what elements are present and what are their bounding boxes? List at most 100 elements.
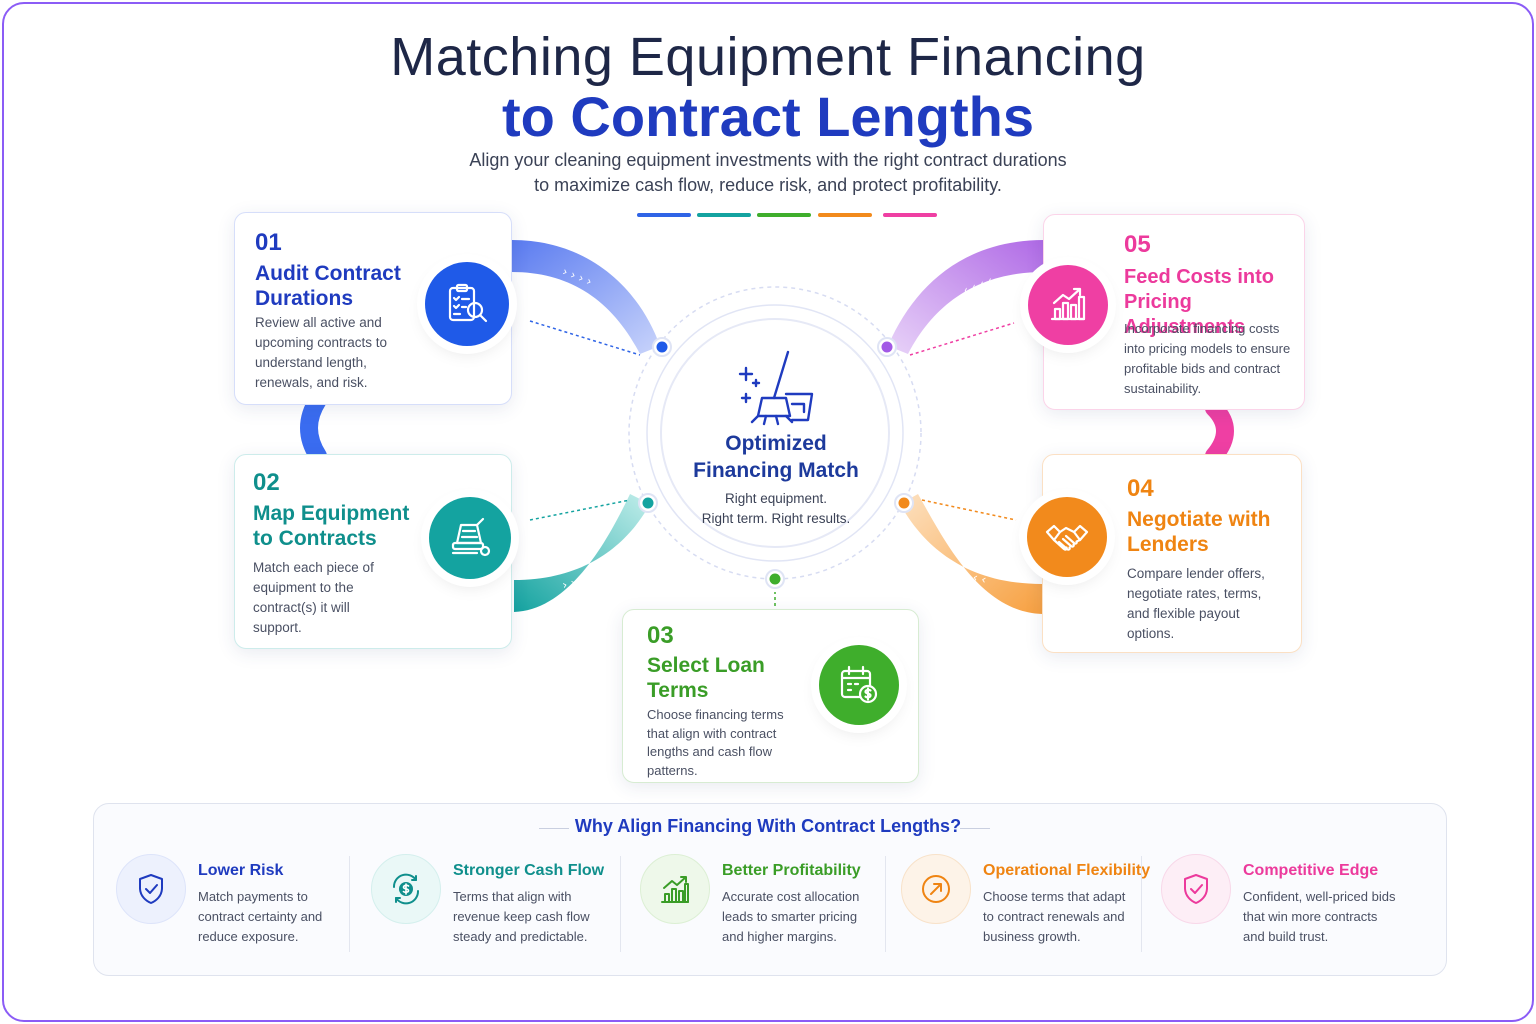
step-description: Review all active and upcoming contracts… xyxy=(255,313,425,393)
step-title: Feed Costs into Pricing Adjustments xyxy=(1124,265,1304,340)
step-title-line-2: Pricing Adjustments xyxy=(1124,291,1246,338)
center-ring-outer xyxy=(628,286,922,580)
ribbon-purple xyxy=(888,240,1044,354)
desc-line: and higher margins. xyxy=(722,929,837,944)
desc-line: lengths and cash flow xyxy=(647,744,773,759)
desc-line: revenue keep cash flow xyxy=(453,909,590,924)
desc-line: negotiate rates, terms, xyxy=(1127,586,1262,601)
dash-teal xyxy=(697,213,751,217)
subtitle-line-2: to maximize cash flow, reduce risk, and … xyxy=(534,175,1002,195)
desc-line: and build trust. xyxy=(1243,929,1329,944)
benefit-title: Lower Risk xyxy=(198,862,284,879)
desc-line: options. xyxy=(1127,626,1175,641)
center-title: Optimized Financing Match xyxy=(626,430,926,484)
desc-line: steady and predictable. xyxy=(453,929,588,944)
center-disk xyxy=(660,318,890,548)
benefit-stronger-cash-flow: Stronger Cash Flow Terms that align with… xyxy=(371,854,611,954)
step-title: Select Loan Terms xyxy=(647,653,765,703)
step-title-line-1: Feed Costs into xyxy=(1124,266,1275,288)
desc-line: leads to smarter pricing xyxy=(722,909,858,924)
benefits-heading: Why Align Financing With Contract Length… xyxy=(574,816,962,836)
center-title-line-1: Optimized xyxy=(725,432,827,455)
desc-line: Accurate cost allocation xyxy=(722,889,860,904)
benefit-description: Terms that align with revenue keep cash … xyxy=(453,887,603,947)
desc-line: Confident, well-priced bids xyxy=(1243,889,1396,904)
desc-line: equipment to the xyxy=(253,580,354,595)
benefit-title: Stronger Cash Flow xyxy=(453,862,605,879)
pointer-blue xyxy=(529,320,641,356)
subtitle-line-1: Align your cleaning equipment investment… xyxy=(469,150,1067,170)
heading-rule-right xyxy=(960,828,990,829)
center-description: Right equipment. Right term. Right resul… xyxy=(626,489,926,529)
ribbon-blue xyxy=(512,240,660,354)
step-title-line-1: Map Equipment xyxy=(253,502,410,525)
desc-line: Choose terms that adapt xyxy=(983,889,1126,904)
benefit-title: Operational Flexibility xyxy=(983,862,1151,879)
ribbon-teal xyxy=(514,494,650,612)
desc-line: Incorporate financing costs xyxy=(1124,321,1280,336)
desc-line: renewals, and risk. xyxy=(255,375,368,390)
heading-rule-left xyxy=(539,828,569,829)
desc-line: that align with contract xyxy=(647,725,777,741)
benefit-divider xyxy=(620,856,621,952)
step-title-line-2: Terms xyxy=(647,679,709,702)
desc-line: Compare lender offers, xyxy=(1127,566,1265,581)
center-title-line-2: Financing Match xyxy=(693,459,859,482)
desc-line: business growth. xyxy=(983,929,1081,944)
benefit-title: Competitive Edge xyxy=(1243,862,1379,879)
desc-line: Match payments to xyxy=(198,889,308,904)
desc-line: into pricing models to ensure xyxy=(1124,341,1291,356)
bar-chart-arrow-icon xyxy=(640,854,710,924)
arrow-circle-icon xyxy=(901,854,971,924)
desc-line: Terms that align with xyxy=(453,889,572,904)
page-title-line-1: Matching Equipment Financing xyxy=(390,27,1146,87)
center-desc-line-2: Right term. Right results. xyxy=(701,511,851,526)
desc-line: and flexible payout xyxy=(1127,606,1240,621)
clipboard-search-icon xyxy=(425,262,509,346)
mop-bucket-icon xyxy=(738,350,814,426)
shield-check-icon xyxy=(116,854,186,924)
desc-line: contract certainty and xyxy=(198,909,323,924)
desc-line: reduce exposure. xyxy=(198,929,299,944)
shield-heart-icon xyxy=(1161,854,1231,924)
benefit-competitive-edge: Competitive Edge Confident, well-priced … xyxy=(1161,854,1421,954)
benefit-better-profitability: Better Profitability Accurate cost alloc… xyxy=(640,854,880,954)
step-number: 04 xyxy=(1127,475,1154,502)
step-card-03: 03 Select Loan Terms Choose financing te… xyxy=(622,609,919,783)
step-description: Choose financing terms that align with c… xyxy=(647,706,817,780)
step-title-line-1: Audit Contract xyxy=(255,262,401,285)
desc-line: upcoming contracts to xyxy=(255,335,388,350)
step-description: Compare lender offers, negotiate rates, … xyxy=(1127,564,1297,644)
step-card-04: 04 Negotiate with Lenders Compare lender… xyxy=(1042,454,1302,653)
benefit-description: Match payments to contract certainty and… xyxy=(198,887,348,947)
step-description: Incorporate financing costs into pricing… xyxy=(1124,319,1302,399)
arc-pink-right xyxy=(1205,399,1234,465)
step-title-line-2: Durations xyxy=(255,287,354,310)
desc-line: Match each piece of xyxy=(253,560,374,575)
step-description: Match each piece of equipment to the con… xyxy=(253,558,413,638)
benefit-title: Better Profitability xyxy=(722,862,861,879)
dash-pink xyxy=(883,213,937,217)
desc-line: sustainability. xyxy=(1124,381,1202,396)
step-number: 05 xyxy=(1124,231,1151,258)
benefit-divider xyxy=(885,856,886,952)
dash-blue xyxy=(637,213,691,217)
benefit-description: Accurate cost allocation leads to smarte… xyxy=(722,887,872,947)
step-title: Negotiate with Lenders xyxy=(1127,507,1271,557)
step-number: 01 xyxy=(255,229,282,256)
step-title-line-2: to Contracts xyxy=(253,527,377,550)
step-title: Map Equipment to Contracts xyxy=(253,501,409,551)
step-title-line-2: Lenders xyxy=(1127,533,1209,556)
dash-green xyxy=(757,213,811,217)
desc-line: Choose financing terms xyxy=(647,707,784,722)
arc-blue-left xyxy=(300,391,327,465)
step-title-line-1: Select Loan xyxy=(647,654,765,677)
desc-line: that win more contracts xyxy=(1243,909,1378,924)
ribbon-orange xyxy=(900,494,1042,614)
calendar-dollar-icon xyxy=(819,645,899,725)
dollar-cycle-icon xyxy=(371,854,441,924)
page-subtitle: Align your cleaning equipment investment… xyxy=(368,148,1168,198)
desc-line: to contract renewals and xyxy=(983,909,1125,924)
desc-line: profitable bids and contract xyxy=(1124,361,1281,376)
